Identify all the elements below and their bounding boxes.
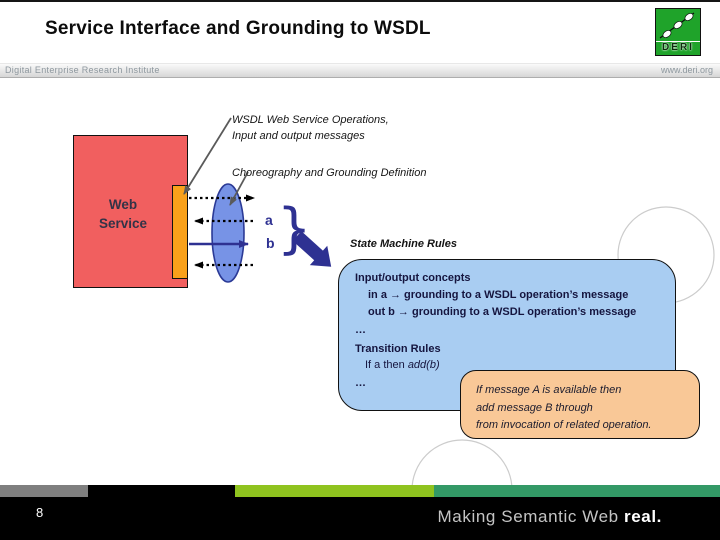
callout-line-choreography-icon <box>229 171 249 206</box>
web-service-box <box>73 135 188 288</box>
io-rule-out: out b → grounding to a WSDL operation’s … <box>368 306 637 318</box>
note-line: from invocation of related operation. <box>476 419 652 431</box>
ellipsis: … <box>355 377 366 389</box>
strip-segment-teal <box>434 485 720 497</box>
io-rule-in: in a → grounding to a WSDL operation’s m… <box>368 289 629 301</box>
message-b-label: b <box>266 235 275 251</box>
header-bar: Digital Enterprise Research Institute ww… <box>0 63 720 78</box>
deri-logo-text: DERI <box>656 41 700 54</box>
io-concepts-heading: Input/output concepts <box>355 272 471 284</box>
note-box: If message A is available then add messa… <box>460 370 700 439</box>
web-service-label: Web Service <box>98 197 148 231</box>
page-title: Service Interface and Grounding to WSDL <box>45 18 431 39</box>
website-url: www.deri.org <box>660 65 713 75</box>
institute-name: Digital Enterprise Research Institute <box>5 65 160 75</box>
page-number: 8 <box>36 505 44 520</box>
deri-logo: DERI <box>655 8 701 56</box>
choreography-callout-text: Choreography and Grounding Definition <box>232 167 427 179</box>
tagline: Making Semantic Web real. <box>437 507 662 526</box>
state-machine-rules-label: State Machine Rules <box>350 238 457 250</box>
callout-line-wsdl-icon <box>183 117 232 195</box>
transition-rule: If a then add(b) <box>365 359 440 371</box>
choreography-ellipse <box>211 183 245 283</box>
transition-rules-heading: Transition Rules <box>355 343 441 355</box>
curly-brace-icon: } <box>277 197 312 260</box>
strip-segment-lime <box>235 485 434 497</box>
wsdl-callout-text: WSDL Web Service Operations, Input and o… <box>232 114 389 142</box>
block-arrow-icon <box>292 231 332 267</box>
note-line: If message A is available then <box>476 384 622 396</box>
strip-segment-gray <box>0 485 88 497</box>
footer-bar: 8 Making Semantic Web real. <box>0 497 720 540</box>
message-a-label: a <box>265 212 273 228</box>
grounding-interface-bar <box>172 185 188 279</box>
footer-color-strip <box>0 485 720 497</box>
strip-segment-black <box>88 485 235 497</box>
note-line: add message B through <box>476 401 593 414</box>
deri-logo-dots-icon <box>659 12 695 39</box>
ellipsis: … <box>355 324 366 336</box>
